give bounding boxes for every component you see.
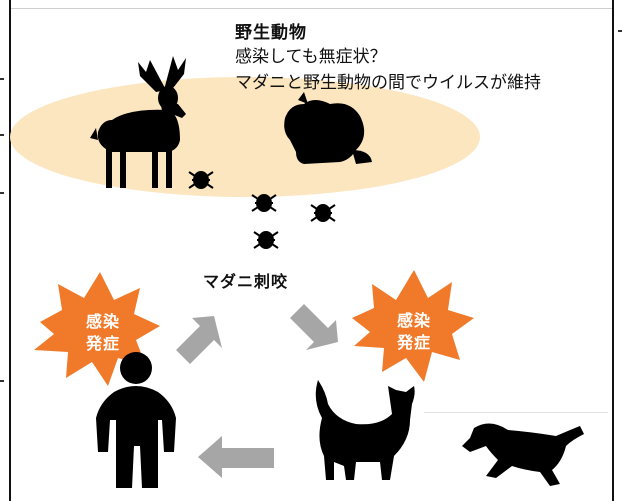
margin-mark (0, 192, 4, 194)
frame-right-border (612, 0, 614, 501)
margin-mark (0, 380, 4, 382)
right-burst-line2: 発症 (396, 333, 431, 352)
arrow-cat-to-human (198, 436, 274, 478)
frame-left-border (9, 0, 11, 501)
raccoon-dog-silhouette (284, 92, 372, 164)
arrow-ticks-to-human (176, 316, 222, 364)
tick-icon (310, 204, 336, 222)
tick-icon (253, 231, 279, 249)
left-burst-line1: 感染 (85, 312, 120, 331)
tick-icon (251, 194, 277, 212)
cat-silhouette (315, 380, 415, 480)
virus-maintenance-text: マダニと野生動物の間でウイルスが維持 (235, 73, 541, 93)
deer-silhouette (90, 56, 186, 188)
dog-silhouette (462, 423, 584, 486)
margin-mark (0, 78, 4, 80)
arrow-ticks-to-cat (290, 304, 338, 350)
wildlife-habitat-ellipse (10, 77, 480, 197)
tick-icon (188, 171, 214, 189)
margin-mark (618, 30, 622, 32)
tick-bite-label: マダニ刺咬 (203, 272, 289, 291)
left-burst-line2: 発症 (85, 334, 120, 353)
right-burst-label: 感染 発症 (389, 310, 439, 354)
dog-inset-border (424, 412, 608, 413)
margin-mark (0, 134, 4, 136)
human-silhouette (96, 352, 176, 488)
infection-burst-right (352, 270, 474, 382)
right-burst-line1: 感染 (396, 311, 431, 330)
frame-top-line (9, 8, 614, 9)
wildlife-title: 野生動物 (235, 23, 307, 43)
left-burst-label: 感染 発症 (78, 311, 128, 355)
asymptomatic-question: 感染しても無症状？ (235, 47, 387, 67)
